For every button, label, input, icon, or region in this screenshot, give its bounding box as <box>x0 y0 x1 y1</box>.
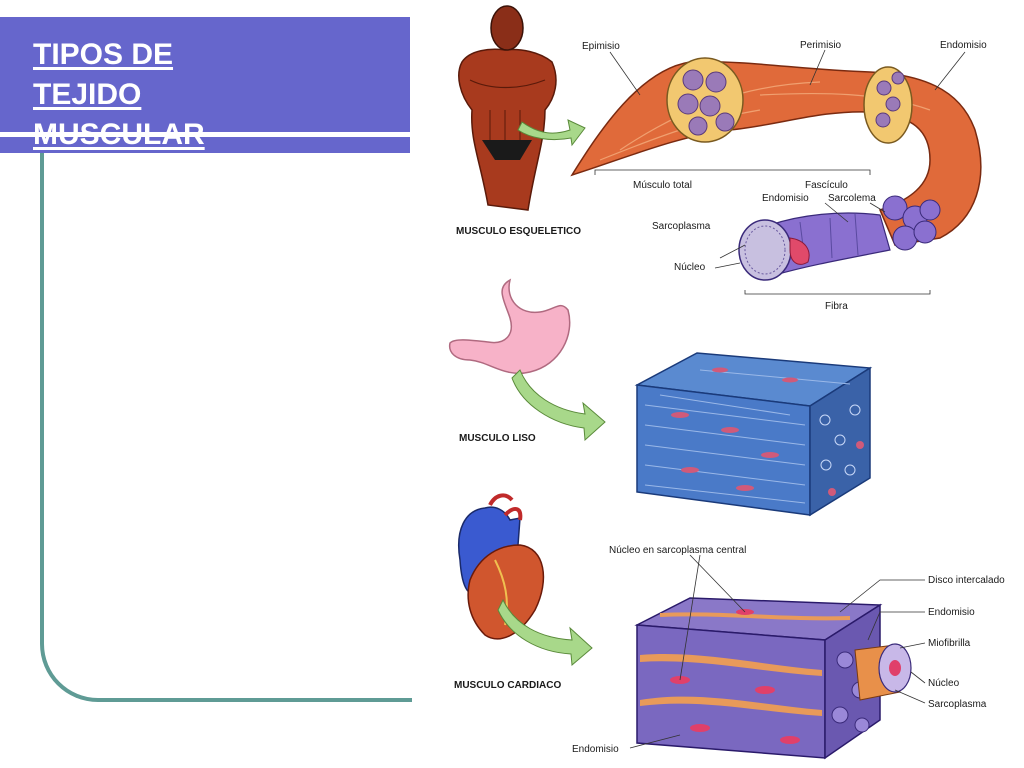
label-musculo-total: Músculo total <box>633 180 692 191</box>
caption-musculo-cardiaco: MUSCULO CARDIACO <box>454 680 561 691</box>
label-sarcoplasma-cardiac: Sarcoplasma <box>928 699 987 710</box>
label-sarcoplasma: Sarcoplasma <box>652 221 711 232</box>
decorative-frame-line <box>40 153 412 702</box>
label-endomisio-top: Endomisio <box>940 40 987 51</box>
title-bar: TIPOS DE TEJIDO MUSCULAR <box>0 17 410 153</box>
label-epimisio: Epimisio <box>582 41 620 52</box>
arrow-smooth <box>511 369 606 442</box>
skeletal-leader-lines <box>594 49 966 295</box>
title-line: MUSCULAR <box>33 118 205 151</box>
label-nucleo: Núcleo <box>674 262 706 273</box>
muscle-tissue-diagram: Epimisio Perimisio Endomisio Músculo tot… <box>448 5 1005 760</box>
smooth-muscle-block <box>634 352 873 517</box>
label-endomisio-right: Endomisio <box>928 607 975 618</box>
title-underline-rule <box>0 132 410 137</box>
label-endomisio-bottom: Endomisio <box>572 744 619 755</box>
label-fibra: Fibra <box>825 301 848 312</box>
cardiac-muscle-block <box>634 597 912 760</box>
label-miofibrilla: Miofibrilla <box>928 638 971 649</box>
skeletal-muscle-bundle <box>570 57 982 281</box>
skeletal-section: Epimisio Perimisio Endomisio Músculo tot… <box>456 5 987 312</box>
cardiac-section: Núcleo en sarcoplasma central Disco inte… <box>454 493 1005 760</box>
title-line: TEJIDO <box>33 78 142 111</box>
title-line: TIPOS DE <box>33 38 174 71</box>
label-endomisio-mid: Endomisio <box>762 193 809 204</box>
caption-musculo-liso: MUSCULO LISO <box>459 433 536 444</box>
cardiac-leader-lines <box>629 554 926 749</box>
fiber-cross-section <box>738 219 792 281</box>
caption-musculo-esqueletico: MUSCULO ESQUELETICO <box>456 226 581 237</box>
smooth-section: MUSCULO LISO <box>448 278 873 517</box>
slide-title: TIPOS DE TEJIDO MUSCULAR <box>33 35 205 155</box>
heart-illustration <box>458 493 545 640</box>
label-disco-intercalado: Disco intercalado <box>928 575 1005 586</box>
label-fasciculo: Fascículo <box>805 180 848 191</box>
arrow-skeletal <box>517 119 586 147</box>
arrow-cardiac <box>497 598 593 667</box>
fascicle-end <box>882 195 941 251</box>
label-perimisio: Perimisio <box>800 40 842 51</box>
stomach-illustration <box>448 278 571 374</box>
label-nucleo-sarcoplasma-central: Núcleo en sarcoplasma central <box>609 545 746 556</box>
label-nucleo-cardiac: Núcleo <box>928 678 960 689</box>
muscular-man-illustration <box>458 5 557 211</box>
label-sarcolema: Sarcolema <box>828 193 876 204</box>
